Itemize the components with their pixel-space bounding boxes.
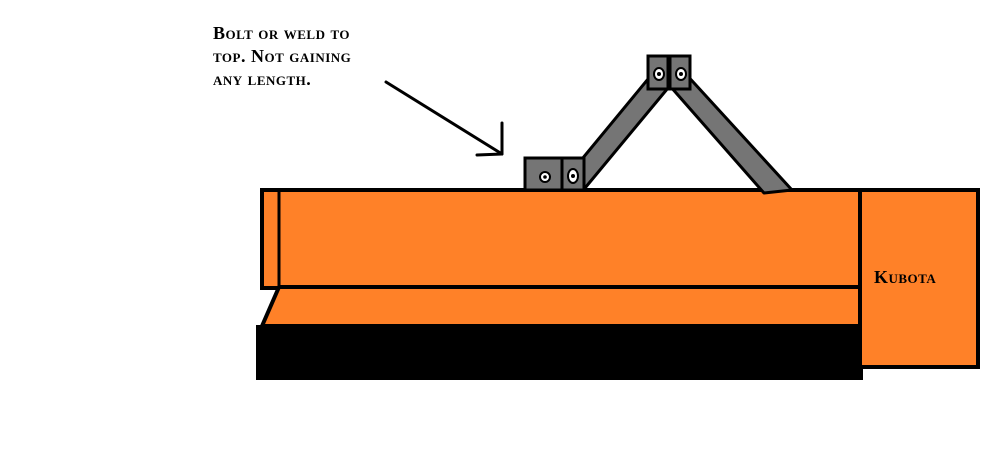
annotation-note: Bolt or weld to top. Not gaining any len… bbox=[213, 22, 513, 91]
brand-label: Kubota bbox=[874, 267, 937, 287]
annotation-line: any length. bbox=[213, 69, 312, 89]
cutting-edge bbox=[256, 325, 863, 380]
arrow-shaft bbox=[384, 80, 504, 156]
annotation-line: Bolt or weld to bbox=[213, 23, 351, 43]
mounting-bracket bbox=[523, 156, 586, 192]
arrow-head-icon bbox=[475, 121, 504, 157]
hitch-a-frame bbox=[566, 54, 794, 195]
annotation-arrow bbox=[384, 80, 504, 157]
blade-top-panel bbox=[260, 188, 862, 290]
blade-lower-panel bbox=[260, 285, 862, 328]
box-blade-body bbox=[256, 188, 863, 380]
side-end-plate bbox=[858, 188, 980, 369]
annotation-line: top. Not gaining bbox=[213, 46, 352, 66]
